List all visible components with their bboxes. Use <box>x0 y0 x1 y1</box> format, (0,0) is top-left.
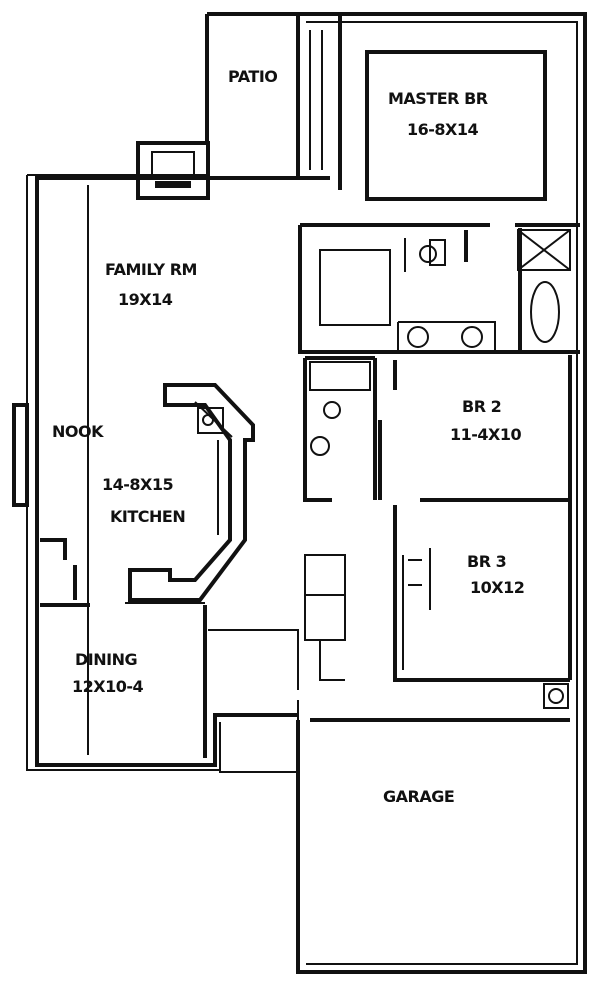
master-br-label: MASTER BR <box>388 89 488 108</box>
patio-label: PATIO <box>228 67 277 86</box>
master-br-size: 16-8X14 <box>407 120 479 139</box>
exterior-walls <box>12 12 587 974</box>
garage-label: GARAGE <box>383 787 454 806</box>
br3-size: 10X12 <box>470 578 524 597</box>
nook-label: NOOK <box>52 422 104 441</box>
br2-label: BR 2 <box>462 397 501 416</box>
fireplace <box>136 141 210 200</box>
family-room-size: 19X14 <box>118 290 173 309</box>
dining-label: DINING <box>75 650 137 669</box>
master-bed <box>365 50 547 201</box>
kitchen-size: 14-8X15 <box>102 475 174 494</box>
family-room-label: FAMILY RM <box>105 260 197 279</box>
br3-label: BR 3 <box>467 552 506 571</box>
dining-size: 12X10-4 <box>72 677 144 696</box>
br2-size: 11-4X10 <box>450 425 522 444</box>
interior-walls <box>40 14 580 758</box>
kitchen-label: KITCHEN <box>110 507 185 526</box>
room-labels: PATIO MASTER BR 16-8X14 FAMILY RM 19X14 … <box>52 67 525 806</box>
